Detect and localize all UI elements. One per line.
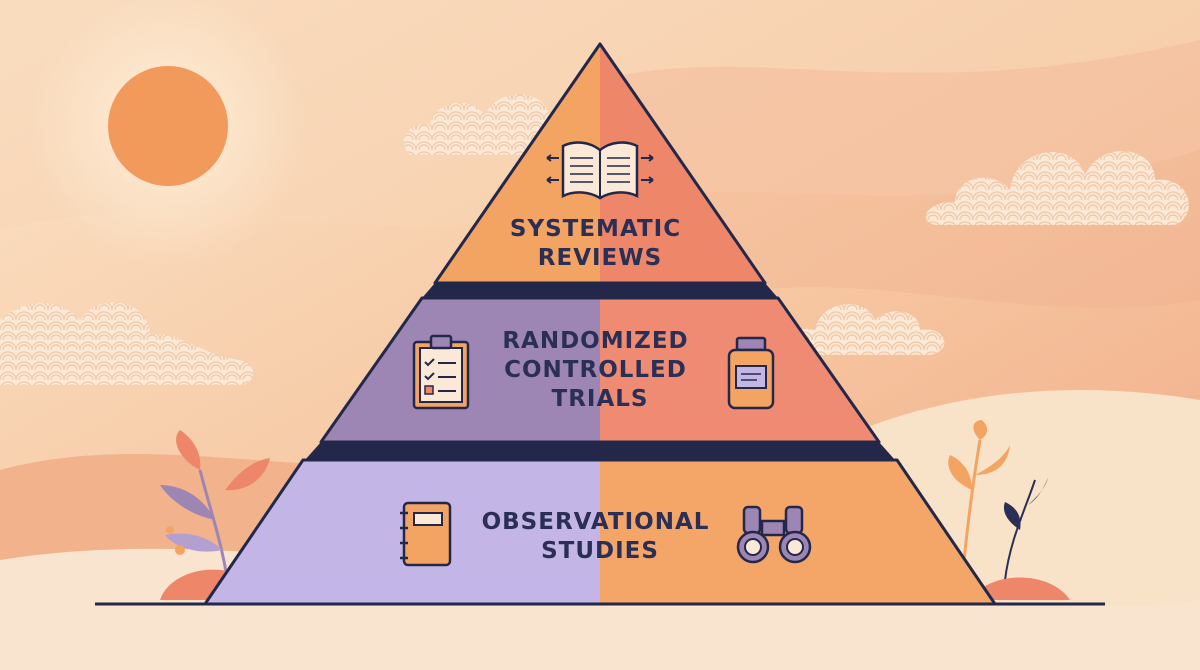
tier-top-line-1: SYSTEMATIC <box>510 216 681 242</box>
binoculars-icon <box>736 505 812 564</box>
cloud-icon <box>925 151 1189 225</box>
tier-middle-line-3: TRIALS <box>552 386 649 412</box>
cloud-icon <box>0 302 254 385</box>
sky-swirl-2 <box>600 40 1200 308</box>
tier-label-bottom: OBSERVATIONAL STUDIES <box>482 509 719 564</box>
tier-label-top: SYSTEMATIC REVIEWS <box>510 216 690 271</box>
pyramid-tier-middle: RANDOMIZED CONTROLLED TRIALS <box>305 296 895 460</box>
leaf-plant-icon <box>160 430 270 601</box>
tier-middle-line-2: CONTROLLED <box>504 357 687 383</box>
open-book-icon <box>546 141 654 200</box>
tier-top-line-2: REVIEWS <box>538 245 662 271</box>
medicine-bottle-icon <box>727 336 775 410</box>
tier-bottom-line-2: STUDIES <box>541 538 659 564</box>
clipboard-checklist-icon <box>412 334 470 410</box>
pyramid-tier-bottom: OBSERVATIONAL STUDIES <box>203 458 997 606</box>
notebook-icon <box>400 501 452 567</box>
tier-label-middle: RANDOMIZED CONTROLLED TRIALS <box>502 328 697 412</box>
tier-middle-line-1: RANDOMIZED <box>502 328 688 354</box>
sun-icon <box>108 66 228 186</box>
tier-bottom-line-1: OBSERVATIONAL <box>482 509 710 535</box>
pyramid-tier-top: SYSTEMATIC REVIEWS <box>422 42 778 298</box>
cloud-icon <box>784 303 945 355</box>
